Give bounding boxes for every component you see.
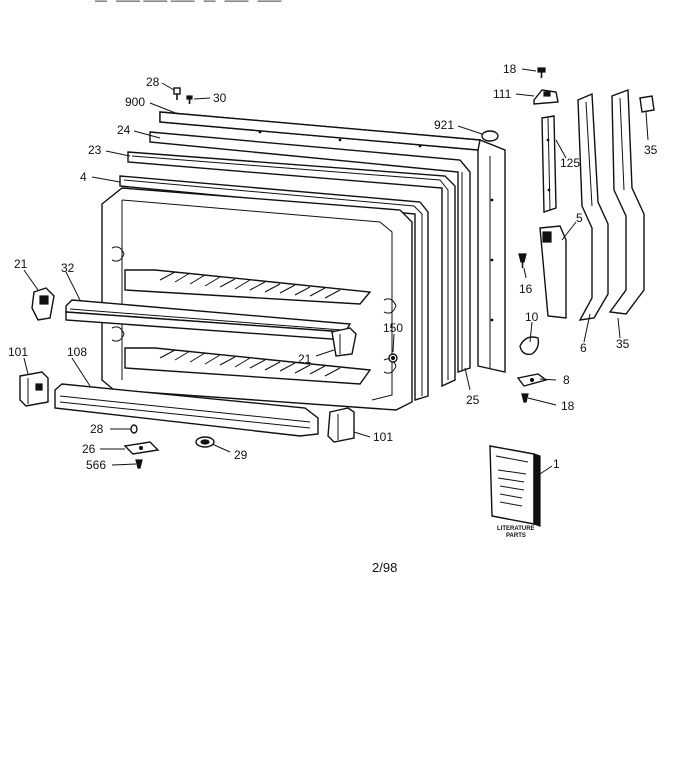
end-cap-101-left <box>19 371 49 407</box>
callout-28-top: 28 <box>146 75 160 89</box>
callout-111: 111 <box>493 87 512 101</box>
callout-35-bottom: 35 <box>616 337 630 351</box>
screw-18-bottom <box>521 393 529 403</box>
callout-1: 1 <box>553 457 560 471</box>
shelf-end-cap-21-left <box>31 287 55 321</box>
hinge-bracket-150 <box>388 353 398 363</box>
washer-28-bottom <box>130 424 138 434</box>
callout-4: 4 <box>80 170 87 184</box>
plug-921 <box>481 130 499 142</box>
shelf-rail-108 <box>54 383 319 437</box>
callout-26: 26 <box>82 442 96 456</box>
leader-lines <box>23 68 649 475</box>
callout-24: 24 <box>117 123 131 137</box>
callout-29: 29 <box>234 448 248 462</box>
callout-108: 108 <box>67 345 87 359</box>
door-handle-35 <box>608 89 645 315</box>
callout-150: 150 <box>383 321 403 335</box>
callout-900: 900 <box>125 95 145 109</box>
hinge-8 <box>516 373 548 387</box>
screw-566 <box>135 459 143 469</box>
cam-10 <box>519 336 540 356</box>
callout-25: 25 <box>466 393 480 407</box>
callout-32: 32 <box>61 261 75 275</box>
literature-packet <box>489 445 541 527</box>
callout-5: 5 <box>576 211 583 225</box>
revision-date: 2/98 <box>372 560 397 575</box>
bushing-29 <box>195 436 215 448</box>
inner-door-liner <box>101 187 413 411</box>
gasket-4 <box>119 175 429 401</box>
callout-35-top: 35 <box>644 143 658 157</box>
callout-8: 8 <box>563 373 570 387</box>
callout-6: 6 <box>580 341 587 355</box>
callout-18-top: 18 <box>503 62 517 76</box>
screw-30 <box>186 95 193 104</box>
callout-18-bottom: 18 <box>561 399 575 413</box>
bracket-111 <box>533 89 559 105</box>
header-fragment: — ' —— —— —— ' — ' —— ' —— <box>95 0 282 7</box>
callout-101-right: 101 <box>373 430 393 444</box>
handle-mount-125 <box>541 115 557 213</box>
screw-18-top <box>537 67 546 78</box>
outer-door-panel <box>159 111 506 373</box>
end-cap-101-right <box>327 407 355 443</box>
callout-125: 125 <box>560 156 580 170</box>
callout-28-bottom: 28 <box>90 422 104 436</box>
callout-101-left: 101 <box>8 345 28 359</box>
door-gasket-24 <box>149 131 471 373</box>
hinge-plate-26 <box>123 441 160 455</box>
callout-921: 921 <box>434 118 454 132</box>
callout-23: 23 <box>88 143 102 157</box>
shelf-end-cap-21-mid <box>331 327 357 357</box>
gasket-23 <box>127 151 456 388</box>
handle-cap-35-top <box>639 95 655 113</box>
screw-16 <box>518 253 527 268</box>
callout-10: 10 <box>525 310 539 324</box>
callout-21-left: 21 <box>14 257 28 271</box>
callout-21-mid: 21 <box>298 352 312 366</box>
callout-16: 16 <box>519 282 533 296</box>
callout-566: 566 <box>86 458 106 472</box>
screw-28-top <box>173 87 181 100</box>
door-handle-6 <box>577 92 609 321</box>
callout-labels: 28 30 900 24 23 4 921 18 111 125 35 5 16… <box>8 62 658 472</box>
door-stop-5 <box>539 225 567 319</box>
literature-label-line2: PARTS <box>506 533 526 539</box>
callout-30: 30 <box>213 91 227 105</box>
literature-label-line1: LITERATURE <box>497 526 535 532</box>
